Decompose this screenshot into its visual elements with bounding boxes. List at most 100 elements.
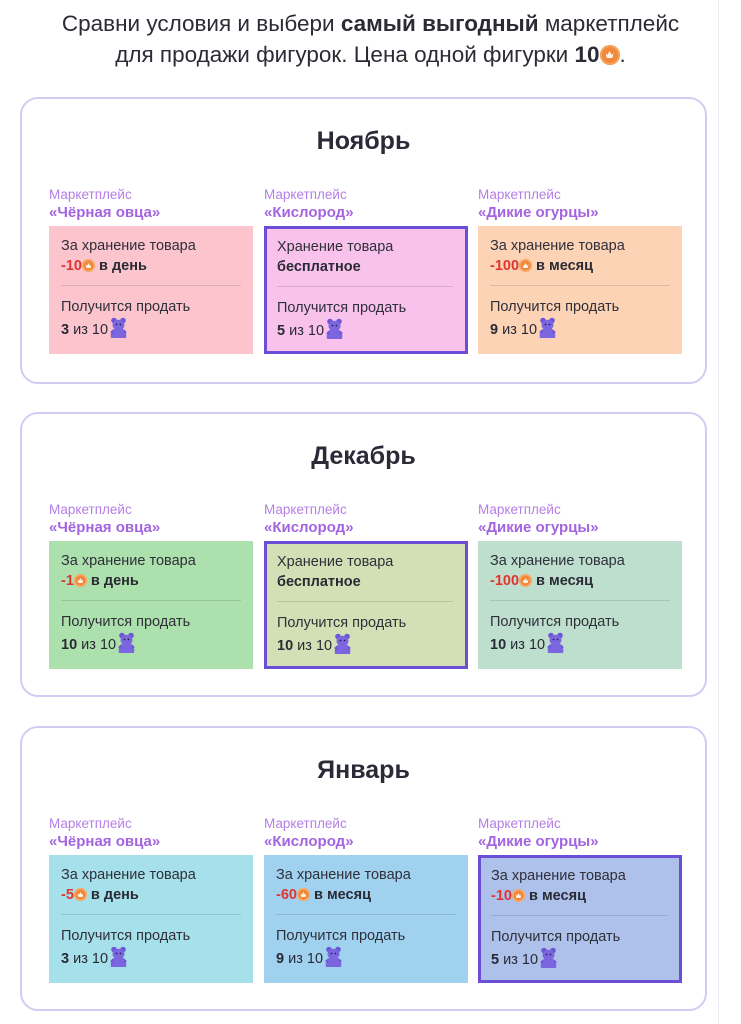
sold-number: 9 — [490, 322, 499, 338]
marketplace-name: «Дикие огурцы» — [478, 519, 599, 536]
month-title: Ноябрь — [316, 127, 411, 155]
instructions-emphasis: самый выгодный — [340, 11, 539, 36]
storage-period: в месяц — [532, 573, 594, 589]
storage-label: За хранение товара — [61, 553, 196, 569]
sold-count: 10 из 10 — [490, 632, 682, 657]
instructions-text: Сравни условия и выбери — [61, 11, 341, 36]
storage-amount: -5 — [61, 887, 74, 903]
storage-period: в день — [86, 573, 139, 589]
marketplace-name: «Дикие огурцы» — [478, 204, 599, 221]
sold-count: 9 из 10 — [276, 946, 468, 971]
marketplace-option-card[interactable]: За хранение товара -1 в день Получится п… — [49, 541, 253, 669]
marketplace-option-card-selected[interactable]: Хранение товара бесплатное Получится про… — [264, 541, 468, 669]
sold-total: из 10 — [285, 323, 325, 339]
storage-cost: -60 в месяц — [276, 885, 468, 905]
marketplace-column: Маркетплейс «Дикие огурцы» За хранение т… — [478, 186, 682, 354]
marketplace-label: Маркетплейс — [478, 816, 561, 831]
sold-number: 10 — [490, 637, 507, 653]
sell-label: Получится продать — [61, 299, 191, 315]
sold-count: 9 из 10 — [490, 317, 682, 342]
sold-total: из 10 — [69, 322, 109, 338]
card-divider — [61, 914, 241, 915]
storage-label: За хранение товара — [490, 553, 625, 569]
month-block-december: Декабрь Маркетплейс «Чёрная овца» За хра… — [20, 412, 707, 697]
storage-cost: -10 в месяц — [491, 886, 679, 906]
marketplace-option-card[interactable]: За хранение товара -100 в месяц Получитс… — [478, 541, 682, 669]
marketplace-name: «Кислород» — [264, 519, 354, 536]
storage-label: За хранение товара — [61, 238, 196, 254]
marketplace-label: Маркетплейс — [264, 816, 347, 831]
sold-total: из 10 — [498, 322, 538, 338]
storage-label: Хранение товара — [277, 239, 394, 255]
marketplace-option-card[interactable]: За хранение товара -60 в месяц Получится… — [264, 855, 468, 983]
storage-amount: -100 — [490, 258, 520, 274]
sell-label: Получится продать — [61, 614, 191, 630]
sold-number: 5 — [491, 952, 500, 968]
storage-amount: -1 — [61, 573, 74, 589]
storage-amount: -10 — [61, 258, 82, 274]
sold-number: 10 — [277, 638, 294, 654]
figurine-icon — [110, 946, 128, 967]
storage-amount: -60 — [276, 887, 297, 903]
task-instructions: Сравни условия и выбери самый выгодный м… — [0, 8, 741, 70]
coin-icon — [511, 889, 525, 902]
card-divider — [61, 600, 241, 601]
figurine-icon — [334, 633, 352, 654]
coin-icon — [519, 574, 533, 587]
marketplace-label: Маркетплейс — [49, 187, 132, 202]
marketplace-column: Маркетплейс «Кислород» Хранение товара б… — [264, 501, 468, 669]
storage-amount: -100 — [490, 573, 520, 589]
coin-icon — [73, 574, 87, 587]
storage-cost: -10 в день — [61, 256, 253, 276]
marketplace-option-card[interactable]: За хранение товара -100 в месяц Получитс… — [478, 226, 682, 354]
month-block-november: Ноябрь Маркетплейс «Чёрная овца» За хран… — [20, 97, 707, 384]
figurine-icon — [326, 318, 344, 339]
coin-icon — [81, 259, 95, 272]
marketplace-option-card-selected[interactable]: За хранение товара -10 в месяц Получится… — [478, 855, 682, 983]
storage-period: в день — [86, 887, 139, 903]
marketplace-label: Маркетплейс — [49, 502, 132, 517]
coin-icon — [73, 888, 87, 901]
sell-label: Получится продать — [277, 300, 407, 316]
sold-number: 3 — [61, 951, 70, 967]
marketplace-option-card-selected[interactable]: Хранение товара бесплатное Получится про… — [264, 226, 468, 354]
storage-period: в день — [94, 258, 147, 274]
card-divider — [276, 914, 456, 915]
storage-label: За хранение товара — [276, 867, 411, 883]
coin-icon — [296, 888, 310, 901]
figurine-icon — [547, 632, 565, 653]
sell-label: Получится продать — [61, 928, 191, 944]
instructions-text: маркетплейс — [538, 11, 680, 36]
instructions-text: для продажи фигурок. Цена одной фигурки — [115, 42, 575, 67]
storage-cost: бесплатное — [277, 574, 361, 590]
marketplace-name: «Чёрная овца» — [49, 519, 161, 536]
sold-count: 5 из 10 — [277, 318, 465, 343]
marketplace-column: Маркетплейс «Чёрная овца» За хранение то… — [49, 815, 253, 983]
sold-count: 10 из 10 — [277, 633, 465, 658]
marketplace-label: Маркетплейс — [49, 816, 132, 831]
storage-label: За хранение товара — [490, 238, 625, 254]
marketplace-name: «Дикие огурцы» — [478, 833, 599, 850]
sold-total: из 10 — [69, 951, 109, 967]
storage-cost: бесплатное — [277, 259, 361, 275]
marketplace-name: «Чёрная овца» — [49, 833, 161, 850]
storage-period: в месяц — [524, 888, 586, 904]
sell-label: Получится продать — [491, 929, 621, 945]
sold-number: 3 — [61, 322, 70, 338]
figurine-icon — [110, 317, 128, 338]
figurine-icon — [325, 946, 343, 967]
storage-label: За хранение товара — [61, 867, 196, 883]
instructions-line-1: Сравни условия и выбери самый выгодный м… — [0, 8, 741, 39]
storage-period: в месяц — [309, 887, 371, 903]
sold-number: 9 — [276, 951, 285, 967]
marketplace-option-card[interactable]: За хранение товара -10 в день Получится … — [49, 226, 253, 354]
marketplace-column: Маркетплейс «Кислород» Хранение товара б… — [264, 186, 468, 354]
storage-cost: -5 в день — [61, 885, 253, 905]
card-divider — [490, 600, 670, 601]
figurine-icon — [118, 632, 136, 653]
marketplace-column: Маркетплейс «Дикие огурцы» За хранение т… — [478, 815, 682, 983]
marketplace-label: Маркетплейс — [264, 502, 347, 517]
storage-amount: -10 — [491, 888, 512, 904]
marketplace-column: Маркетплейс «Дикие огурцы» За хранение т… — [478, 501, 682, 669]
marketplace-option-card[interactable]: За хранение товара -5 в день Получится п… — [49, 855, 253, 983]
